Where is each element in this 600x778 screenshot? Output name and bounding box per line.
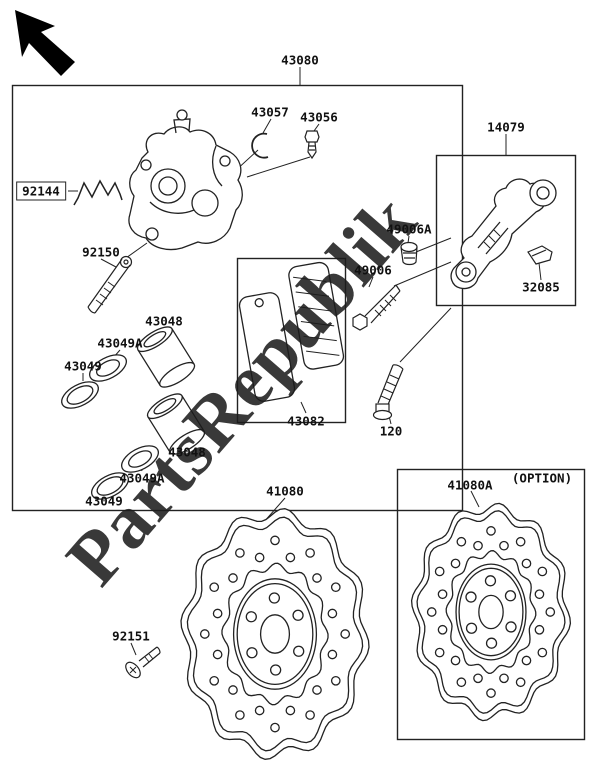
part-label-piston-seal-upper: 43049 [64,358,102,374]
part-label-dust-seal-lower: 43049A [119,470,165,486]
bolt-120-drawing [372,364,404,421]
disc-screw-drawing [125,646,161,679]
cap-drawing [400,241,418,266]
part-label-disc: 41080 [266,483,304,499]
pad-spring-drawing [73,179,123,206]
piston-upper-drawing [136,326,196,388]
part-label-bracket: 14079 [487,119,525,135]
part-label-dust-seal-upper: 43049A [97,335,143,351]
bolt-49006-drawing [352,284,401,331]
direction-arrow-icon [15,10,75,76]
bleed-valve-drawing [304,130,320,160]
option-note: (OPTION) [511,470,573,486]
part-label-piston-lower: 43048 [168,444,206,460]
optional-brake-disc-drawing [410,502,572,722]
part-label-assembly: 43080 [281,52,319,68]
caliper-pin-drawing [87,255,133,314]
pad-clip-drawing [251,132,269,159]
brake-pads-drawing [238,261,345,402]
part-label-piston-seal-lower: 43049 [85,493,123,509]
piston-lower-drawing [146,393,206,455]
part-label-piston-upper: 43048 [145,313,183,329]
part-label-bolt-120: 120 [379,423,403,439]
part-label-bolt-49006: 49006 [354,262,392,278]
piston-seal-lower-drawing [91,472,129,500]
caliper-drawing [128,109,243,251]
option-box [396,468,586,741]
pad-set-box [236,257,347,424]
main-assembly-box [11,84,464,512]
part-label-caliper-pin: 92150 [82,244,120,260]
part-label-disc-optional: 41080A [447,477,493,493]
bracket-box [435,154,577,307]
part-label-pad-clip: 43057 [251,104,289,120]
part-label-shim: 32085 [522,279,560,295]
bracket-drawing [450,178,557,290]
dust-seal-upper-drawing [89,354,127,382]
part-label-disc-screw: 92151 [112,628,150,644]
part-label-pad-spring: 92144 [16,181,66,201]
part-label-cap: 49006A [386,221,432,237]
dust-seal-lower-drawing [121,445,159,473]
shim-drawing [527,245,553,265]
brake-disc-drawing [180,508,370,760]
part-label-pad-set: 43082 [287,413,325,429]
piston-seal-upper-drawing [61,381,99,409]
part-label-bleed-valve: 43056 [300,109,338,125]
